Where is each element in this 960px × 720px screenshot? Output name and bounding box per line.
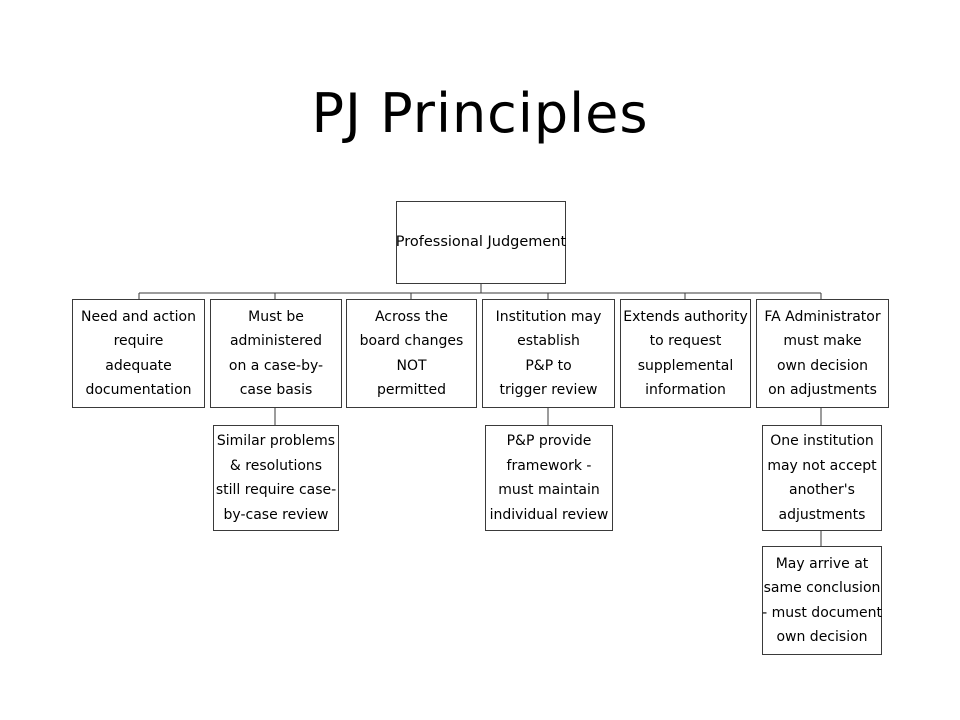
node-text: must maintain bbox=[498, 482, 600, 498]
node-text: Extends authority bbox=[623, 308, 748, 325]
page-title: PJ Principles bbox=[311, 82, 649, 145]
node-text: still require case- bbox=[215, 482, 337, 498]
node-text: must make bbox=[783, 333, 862, 349]
node-child-3: Across the board changes NOT permitted bbox=[346, 299, 477, 408]
node-text: establish bbox=[517, 333, 580, 349]
node-text: P&P to bbox=[525, 357, 572, 374]
node-text: on adjustments bbox=[768, 382, 877, 398]
node-text: own decision bbox=[776, 629, 868, 645]
node-root: Professional Judgement bbox=[396, 201, 566, 284]
node-text: documentation bbox=[85, 382, 192, 398]
node-text: same conclusion bbox=[763, 580, 881, 596]
node-text: adjustments bbox=[778, 506, 866, 523]
node-text: permitted bbox=[376, 382, 446, 398]
node-text: on a case-by- bbox=[228, 357, 324, 374]
node-child-2: Must be administered on a case-by- case … bbox=[210, 299, 342, 408]
node-sub-3: One institution may not accept another's… bbox=[762, 425, 882, 531]
node-root-text: Professional Judgement bbox=[395, 234, 567, 251]
node-text: & resolutions bbox=[229, 457, 323, 474]
node-text: adequate bbox=[105, 357, 172, 374]
node-text: One institution bbox=[770, 433, 874, 449]
node-text: trigger review bbox=[499, 382, 598, 398]
node-text: Similar problems bbox=[216, 433, 336, 449]
node-child-6: FA Administrator must make own decision … bbox=[756, 299, 889, 408]
node-text: framework - bbox=[506, 457, 592, 474]
node-child-5: Extends authority to request supplementa… bbox=[620, 299, 751, 408]
node-text: NOT bbox=[396, 357, 427, 374]
node-text: - must document bbox=[762, 604, 882, 621]
node-text: P&P provide bbox=[506, 433, 592, 449]
node-text: administered bbox=[229, 333, 323, 349]
node-text: information bbox=[645, 382, 726, 398]
node-child-1: Need and action require adequate documen… bbox=[72, 299, 205, 408]
node-text: board changes bbox=[359, 333, 464, 349]
node-text: Institution may bbox=[495, 308, 602, 325]
node-text: individual review bbox=[489, 506, 609, 523]
node-sub-4: May arrive at same conclusion - must doc… bbox=[762, 546, 882, 655]
node-sub-1: Similar problems & resolutions still req… bbox=[213, 425, 339, 531]
node-text: by-case review bbox=[223, 506, 329, 523]
node-text: case basis bbox=[239, 382, 313, 398]
node-text: Across the bbox=[374, 308, 449, 325]
node-text: own decision bbox=[776, 357, 869, 374]
node-text: FA Administrator bbox=[764, 308, 881, 325]
node-sub-2: P&P provide framework - must maintain in… bbox=[485, 425, 613, 531]
node-text: another's bbox=[789, 482, 855, 498]
node-text: may not accept bbox=[767, 457, 877, 474]
node-text: Need and action bbox=[81, 308, 196, 325]
node-text: to request bbox=[649, 333, 722, 349]
node-text: May arrive at bbox=[775, 555, 869, 572]
node-text: Must be bbox=[248, 308, 304, 325]
node-text: supplemental bbox=[637, 357, 734, 374]
node-text: require bbox=[113, 333, 164, 349]
node-child-4: Institution may establish P&P to trigger… bbox=[482, 299, 615, 408]
